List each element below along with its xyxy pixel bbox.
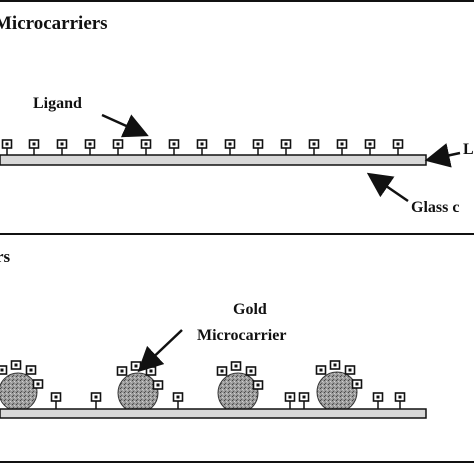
panel-a-title: Microcarriers bbox=[0, 13, 108, 34]
ligand-icon bbox=[284, 392, 296, 409]
ligand-icon bbox=[394, 392, 406, 409]
ligand-icon bbox=[315, 365, 327, 375]
glass-slide-b bbox=[0, 408, 427, 419]
glass-label: Glass c bbox=[411, 199, 460, 216]
cut-off-label: L bbox=[463, 141, 474, 158]
glass-slide-a bbox=[0, 154, 427, 166]
ligand-icon bbox=[329, 360, 341, 370]
ligand-icon bbox=[230, 361, 242, 371]
gold-sphere-icon bbox=[315, 360, 363, 413]
microcarrier-label: Microcarrier bbox=[197, 327, 287, 344]
ligand-icon bbox=[372, 392, 384, 409]
gold-label: Gold bbox=[233, 301, 267, 318]
ligand-icon bbox=[364, 139, 376, 155]
ligand-icon bbox=[50, 392, 62, 409]
gold-sphere-icon bbox=[0, 360, 44, 412]
ligand-icon bbox=[112, 139, 124, 155]
ligand-icon bbox=[392, 139, 404, 155]
ligand-icon bbox=[216, 366, 228, 376]
glass-arrow-icon bbox=[366, 172, 409, 203]
ligand-icon bbox=[25, 365, 37, 375]
ligand-label: Ligand bbox=[33, 95, 82, 112]
slide-end-arrow-icon bbox=[424, 143, 461, 168]
ligand-icon bbox=[10, 360, 22, 370]
ligand-icon bbox=[84, 139, 96, 155]
ligand-icon bbox=[298, 392, 310, 409]
ligand-icon bbox=[336, 139, 348, 155]
ligand-icon bbox=[351, 379, 363, 389]
ligand-icon bbox=[252, 380, 264, 390]
ligand-icon bbox=[56, 139, 68, 155]
panel-b-title: rs bbox=[0, 247, 11, 266]
ligand-icon bbox=[28, 139, 40, 155]
ligand-icon bbox=[152, 380, 164, 390]
ligand-icon bbox=[172, 392, 184, 409]
ligand-icon bbox=[1, 139, 13, 155]
ligand-row-a bbox=[1, 139, 404, 155]
gold-arrow-icon bbox=[137, 329, 183, 373]
ligand-icon bbox=[0, 365, 8, 375]
ligand-icon bbox=[168, 139, 180, 155]
ligand-icon bbox=[32, 379, 44, 389]
ligand-icon bbox=[90, 392, 102, 409]
ligand-icon bbox=[344, 365, 356, 375]
gold-sphere-icon bbox=[216, 361, 264, 414]
ligand-arrow-icon bbox=[101, 113, 149, 138]
ligand-icon bbox=[280, 139, 292, 155]
ligand-icon bbox=[130, 361, 142, 371]
microcarrier-group bbox=[0, 360, 363, 414]
ligand-row-b bbox=[50, 392, 406, 409]
ligand-icon bbox=[308, 139, 320, 155]
gold-sphere-icon bbox=[116, 361, 164, 414]
ligand-icon bbox=[140, 139, 152, 155]
ligand-icon bbox=[224, 139, 236, 155]
ligand-icon bbox=[145, 366, 157, 376]
ligand-icon bbox=[196, 139, 208, 155]
ligand-icon bbox=[245, 366, 257, 376]
ligand-icon bbox=[116, 366, 128, 376]
ligand-icon bbox=[252, 139, 264, 155]
